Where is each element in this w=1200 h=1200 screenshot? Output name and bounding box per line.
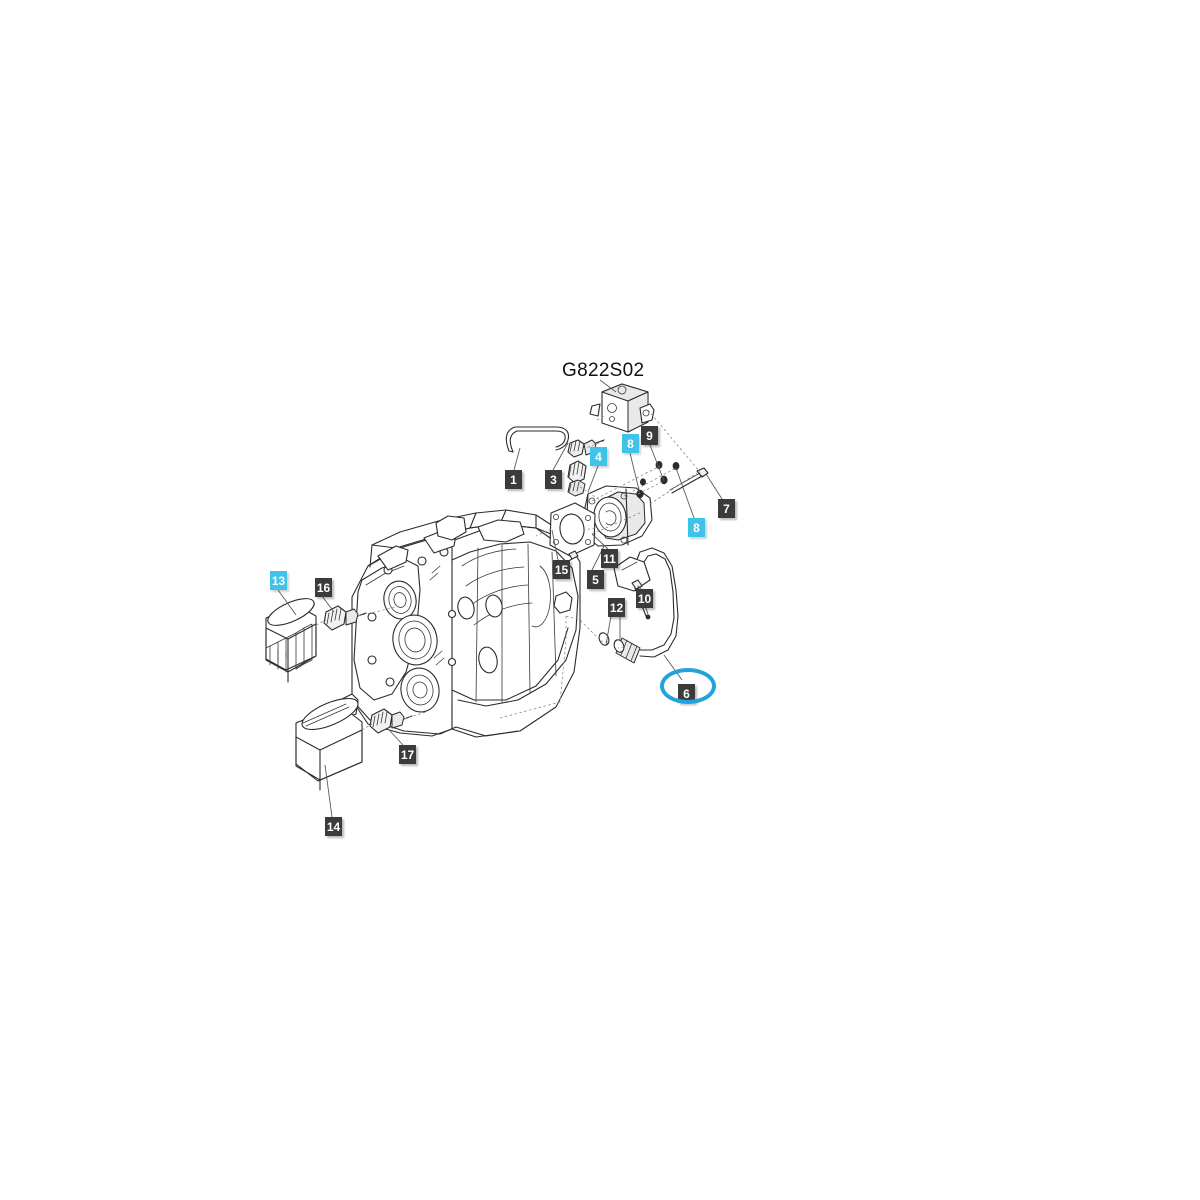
hose-fitting-part-4	[567, 460, 587, 497]
callout-oil-filter-upper[interactable]: 13	[270, 571, 287, 590]
hydraulic-pump-part-5	[579, 485, 653, 547]
callout-dowel-pin[interactable]: 11	[601, 549, 618, 568]
callout-pump-gasket[interactable]: 15	[553, 560, 570, 579]
callout-elbow-bolt[interactable]: 10	[636, 589, 653, 608]
pump-gasket-part-15	[549, 502, 596, 557]
callout-long-bolt[interactable]: 7	[718, 499, 735, 518]
leader-lines	[277, 379, 723, 818]
callout-oil-filter-lower[interactable]: 14	[325, 817, 342, 836]
callout-o-ring[interactable]: 12	[608, 598, 625, 617]
transmission-housing	[337, 509, 581, 738]
page-title: G822S02	[562, 360, 645, 381]
valve-block-part-9	[589, 383, 655, 433]
callout-filter-nipple-lower[interactable]: 17	[399, 745, 416, 764]
callout-hose-fitting-upper[interactable]: 3	[545, 470, 562, 489]
callout-valve-block[interactable]: 9	[641, 426, 658, 445]
oil-filter-part-13	[265, 598, 317, 683]
callout-bolt-washer-lower[interactable]: 8	[688, 518, 705, 537]
o-rings-part-12	[598, 632, 625, 653]
callout-bolt-washer-upper[interactable]: 8	[622, 434, 639, 453]
suction-hose-part-6	[613, 547, 679, 664]
hydraulic-tube-part-1	[505, 426, 570, 453]
oil-filter-part-14	[295, 697, 363, 791]
callout-hydraulic-pump[interactable]: 5	[587, 570, 604, 589]
callout-suction-hose[interactable]: 6	[678, 684, 695, 703]
callout-filter-nipple-upper[interactable]: 16	[315, 578, 332, 597]
callout-hydraulic-tube[interactable]: 1	[505, 470, 522, 489]
callout-hose-fitting-lower[interactable]: 4	[590, 447, 607, 466]
long-bolt-part-7	[669, 467, 709, 494]
assembly-axis-lines	[315, 409, 701, 731]
